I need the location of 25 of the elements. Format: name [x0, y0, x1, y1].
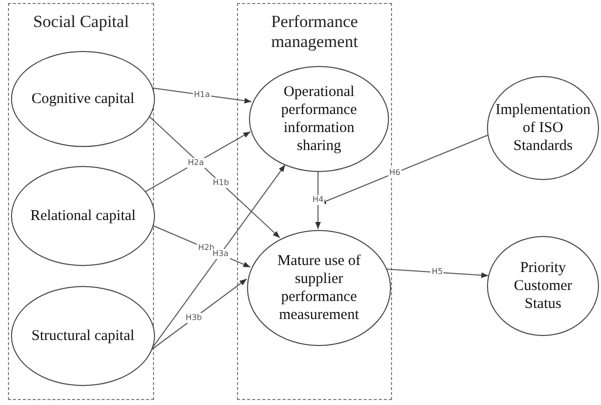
edge-label: H1b: [212, 178, 230, 188]
edge-label: H2a: [186, 158, 205, 168]
construct-label: Relational capital: [29, 207, 137, 225]
edge-label: H1a: [192, 90, 211, 100]
edge-label: H6: [388, 168, 402, 178]
construct-label: Mature use of supplier performance measurement: [276, 252, 362, 324]
edge-label: H4: [311, 195, 325, 205]
group-heading: Social Capital: [32, 12, 130, 32]
arrow: [152, 88, 252, 104]
arrow: [148, 115, 280, 238]
construct-label: Structural capital: [30, 327, 136, 345]
arrow: [145, 131, 251, 192]
construct-label: Implementation of ISO Standards: [494, 101, 592, 155]
edge-label: H3b: [184, 313, 203, 324]
arrow: [386, 268, 489, 278]
dashed-group-box: [8, 3, 154, 400]
dashed-group-box: [237, 3, 392, 400]
group-heading: Performance management: [270, 12, 359, 52]
edge-label: H5: [430, 267, 444, 278]
arrow: [150, 278, 248, 351]
arrow: [315, 170, 321, 230]
edge-label: H3a: [211, 248, 230, 259]
construct-label: Operational performance information sharing: [280, 83, 358, 155]
construct-label: Cognitive capital: [30, 90, 136, 108]
construct-label: Priority Customer Status: [512, 259, 574, 313]
